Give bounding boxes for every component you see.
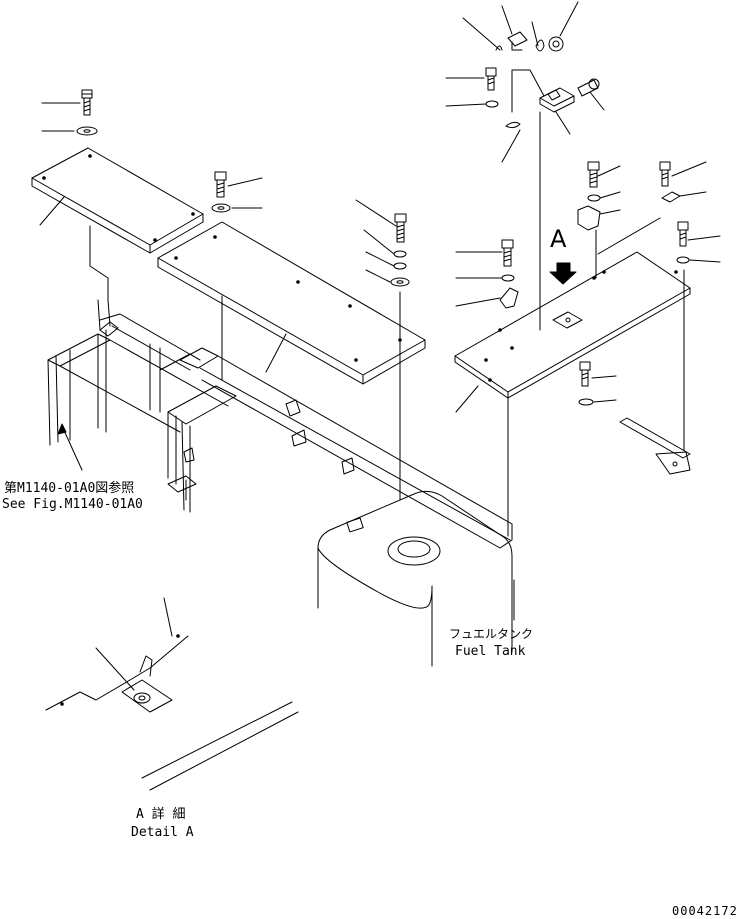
left-cover-plate (32, 148, 203, 253)
bolt-right-4 (677, 222, 689, 263)
middle-cover-plate (158, 222, 425, 384)
right-floor-plate (455, 252, 690, 398)
frame-structure (48, 300, 512, 548)
detail-a-label-jp: A 詳 細 (136, 807, 186, 822)
reference-arrow (58, 424, 82, 470)
leader-lines (40, 2, 720, 690)
bolt-right-2 (578, 162, 600, 230)
view-a-letter: A (550, 225, 567, 253)
drawing-number: 00042172 (672, 904, 738, 918)
see-fig-label-jp: 第M1140-01A0図参照 (4, 481, 135, 496)
view-a-arrow (550, 263, 576, 284)
bolt-right-5 (500, 240, 518, 308)
fuel-tank (318, 491, 512, 666)
see-fig-label-en: See Fig.M1140-01A0 (2, 497, 143, 512)
bolt-right-1 (486, 68, 498, 107)
lock-assembly (496, 32, 599, 128)
fuel-tank-label-en: Fuel Tank (455, 644, 526, 659)
connector-lines (90, 70, 684, 620)
detail-a-view (46, 635, 298, 790)
bolt-stack-center (391, 214, 409, 286)
detail-a-label-en: Detail A (131, 825, 194, 840)
bracket-right (620, 418, 690, 474)
bolt-left (77, 90, 97, 135)
bolt-right-6 (579, 362, 593, 405)
fuel-tank-label-jp: フュエルタンク (449, 627, 534, 641)
bolt-right-3 (660, 162, 680, 202)
bolt-middle (212, 172, 230, 212)
